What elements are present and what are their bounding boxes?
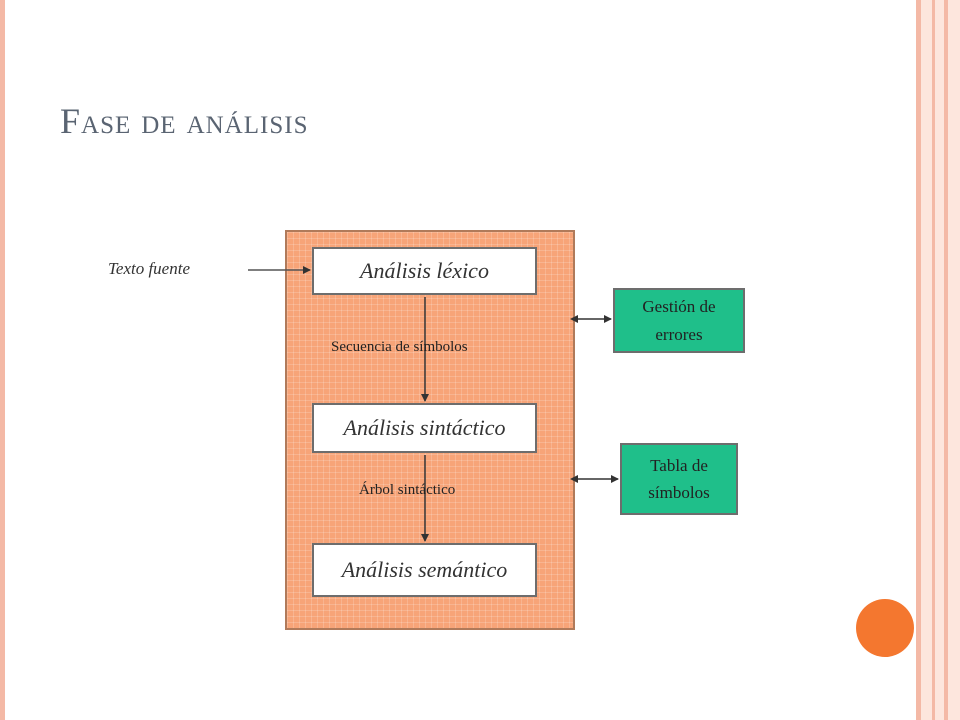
stage-label: Análisis semántico xyxy=(341,557,508,582)
stage-label: Análisis léxico xyxy=(360,258,489,283)
side-box-line: Tabla de xyxy=(650,455,708,475)
decorative-circle xyxy=(856,599,914,657)
diagram-connectors xyxy=(248,266,619,542)
between-label-tree: Árbol sintáctico xyxy=(359,482,456,498)
side-box-line: símbolos xyxy=(648,483,710,502)
slide-frame-right xyxy=(916,0,960,720)
side-box-line: errores xyxy=(655,324,703,344)
side-box-line: Gestión de xyxy=(642,297,716,317)
slide-frame-left xyxy=(0,0,5,720)
stage-label: Análisis sintáctico xyxy=(343,415,506,440)
input-text-label: Texto fuente xyxy=(108,259,190,278)
between-label-symbols: Secuencia de símbolos xyxy=(331,339,468,355)
stage-lexical-analysis: Análisis léxico xyxy=(312,247,537,295)
analysis-diagram: Texto fuente Análisis léxico Secuencia d… xyxy=(100,225,760,645)
symbol-table-box: Tabla de símbolos xyxy=(620,443,738,515)
error-management-box: Gestión de errores xyxy=(613,288,745,353)
stage-syntactic-analysis: Análisis sintáctico xyxy=(312,403,537,453)
stage-semantic-analysis: Análisis semántico xyxy=(312,543,537,597)
slide-title: Fase de análisis xyxy=(60,101,309,141)
